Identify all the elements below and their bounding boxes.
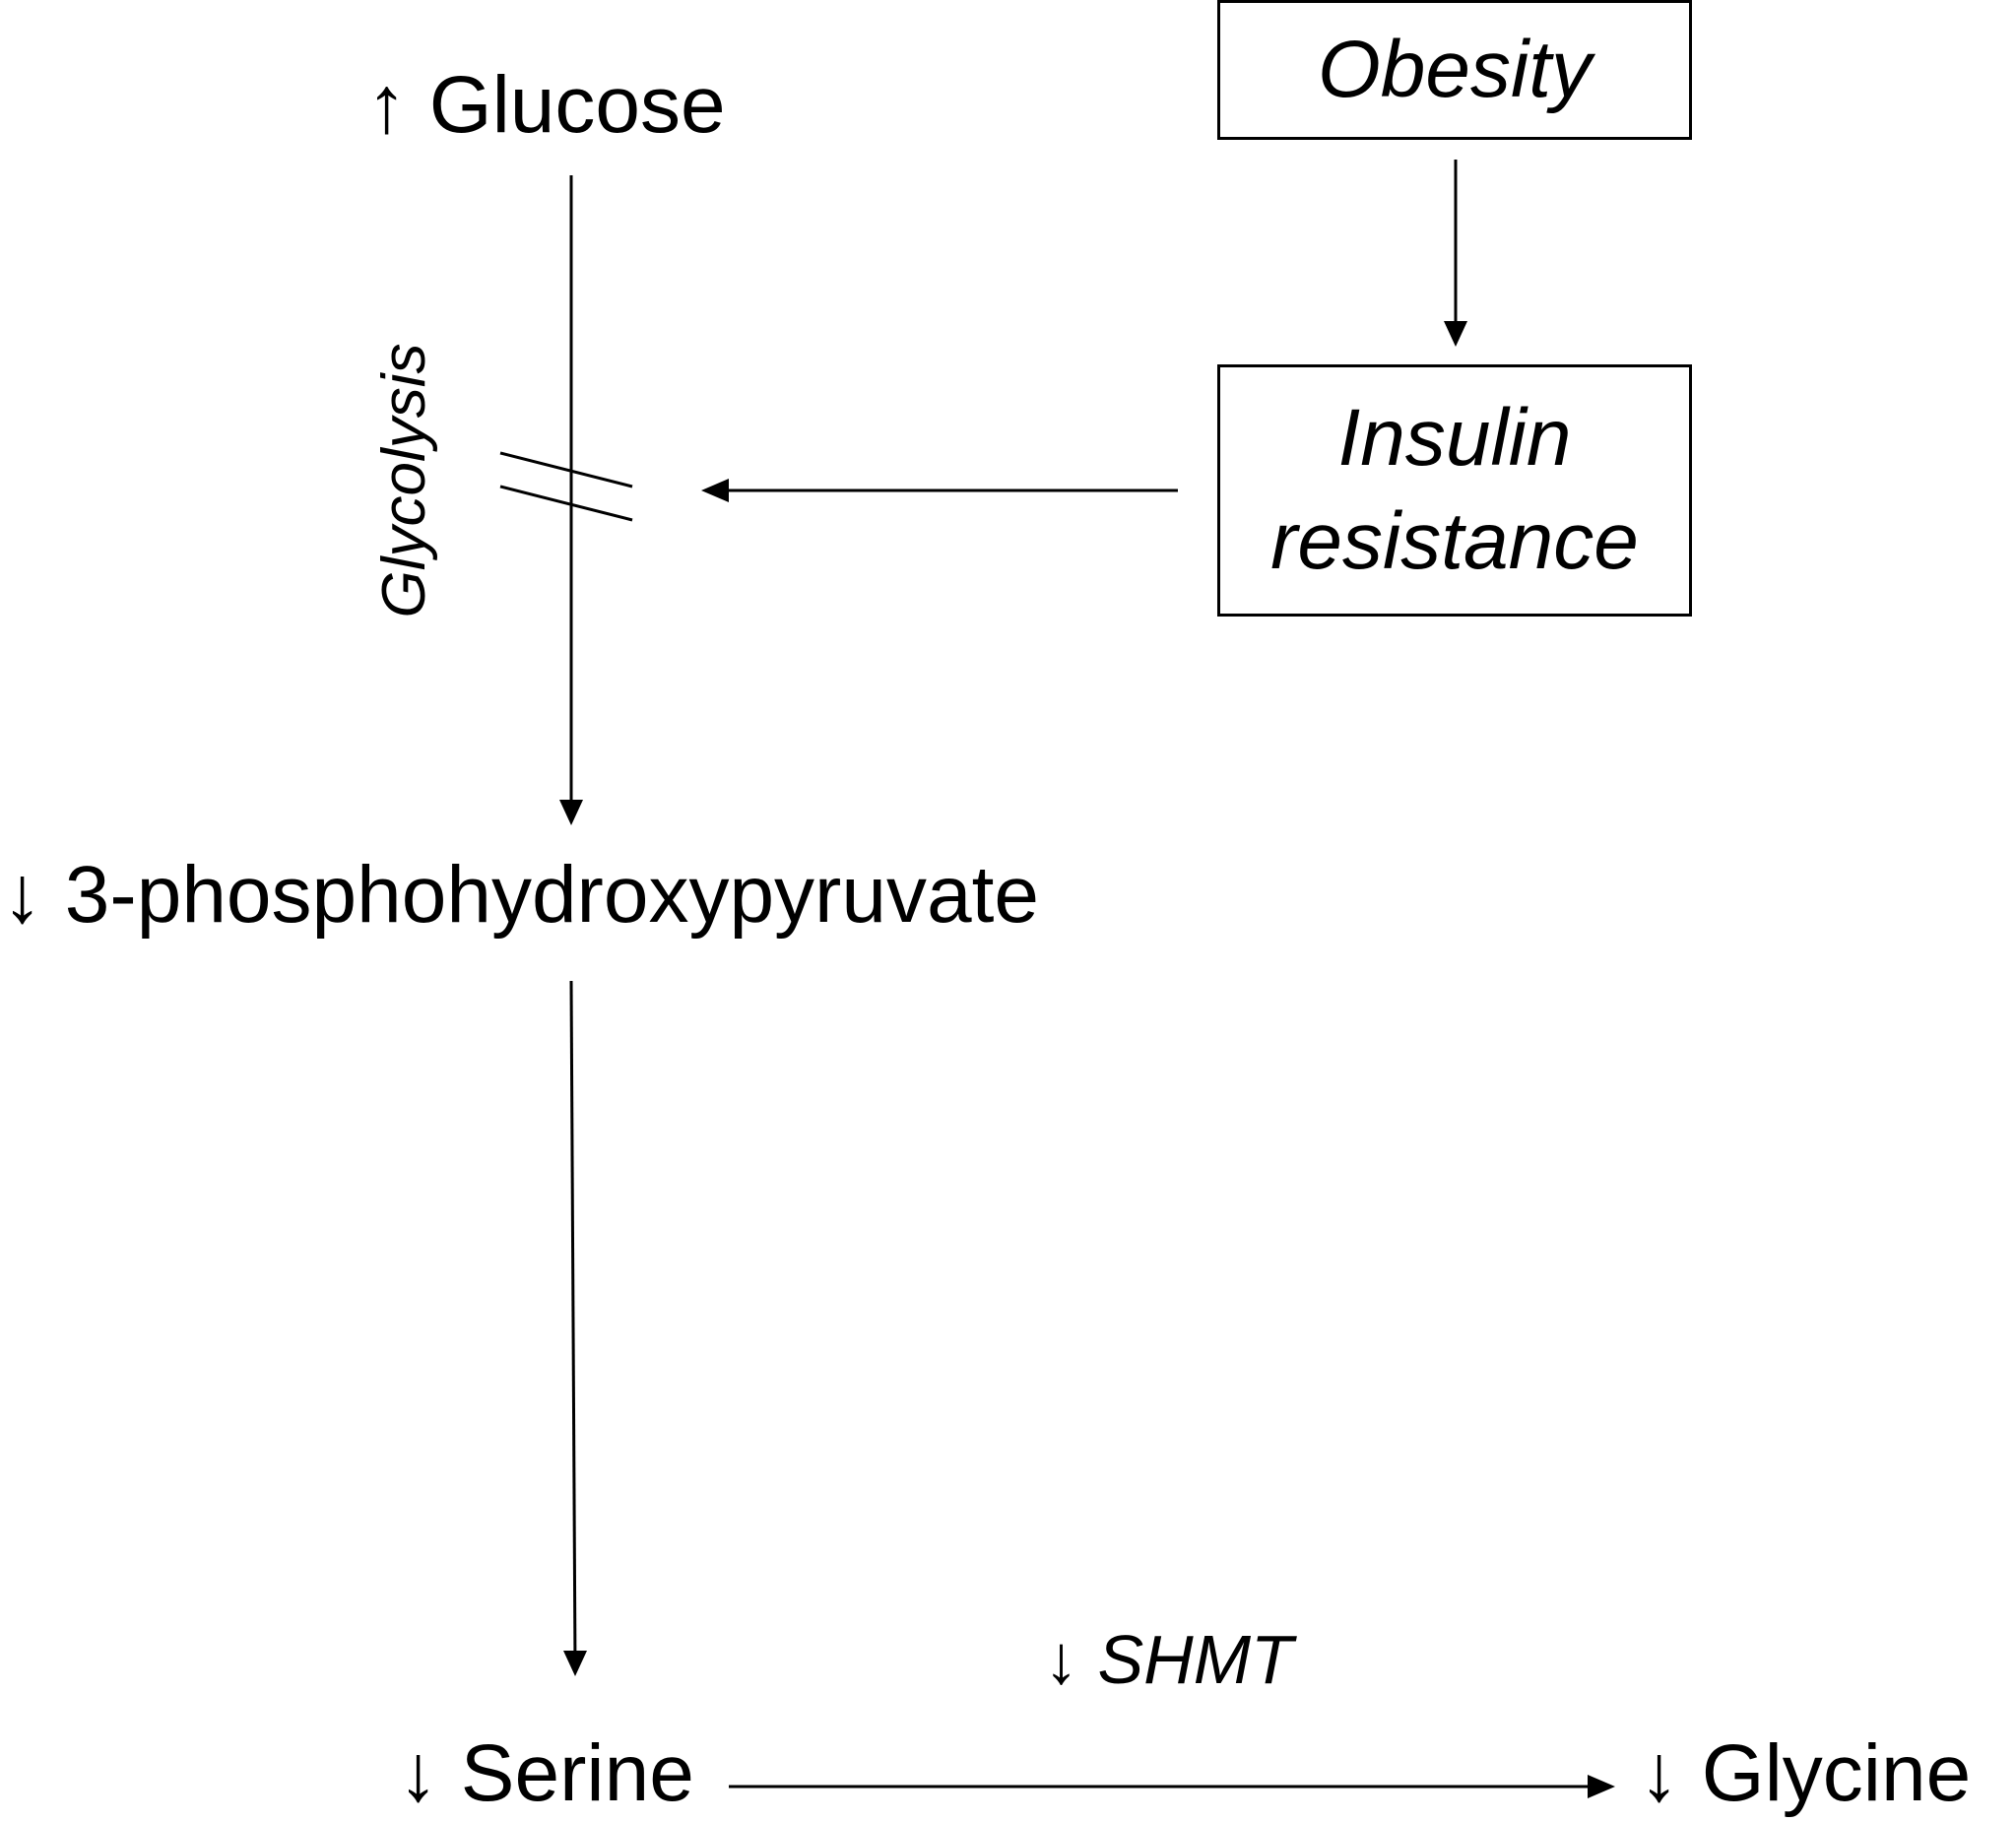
glycolysis-arrowhead	[559, 800, 583, 825]
obesity-box: Obesity	[1217, 0, 1692, 140]
glucose-node: ↑ Glucose	[366, 65, 726, 146]
block-mark-1	[499, 451, 633, 488]
obesity-label: Obesity	[1318, 24, 1592, 114]
glucose-label: Glucose	[428, 60, 726, 150]
phosphohydroxypyruvate-label: 3-phosphohydroxypyruvate	[64, 850, 1039, 940]
serine-label: Serine	[460, 1728, 694, 1818]
serine-synthesis-arrowhead	[563, 1651, 587, 1676]
glycine-node: ↓ Glycine	[1639, 1733, 1971, 1814]
glycolysis-label: Glycolysis	[370, 343, 438, 618]
insulin-resistance-label: Insulin resistance	[1270, 387, 1639, 594]
decrease-arrow-icon: ↓	[1639, 1728, 1679, 1818]
serine-synthesis-arrow	[569, 980, 577, 1669]
serine-node: ↓ Serine	[398, 1733, 694, 1814]
phosphohydroxypyruvate-node: ↓ 3-phosphohydroxypyruvate	[2, 855, 1039, 936]
increase-arrow-icon: ↑	[366, 60, 407, 150]
insulin-inhibition-arrowhead	[701, 479, 729, 502]
insulin-resistance-line-2: resistance	[1270, 496, 1639, 586]
shmt-label: SHMT	[1097, 1621, 1293, 1698]
decrease-arrow-icon: ↓	[398, 1728, 438, 1818]
insulin-resistance-line-1: Insulin	[1337, 393, 1572, 484]
glycine-label: Glycine	[1701, 1728, 1972, 1818]
decrease-arrow-icon: ↓	[1044, 1621, 1078, 1698]
block-mark-2	[499, 485, 633, 522]
insulin-resistance-box: Insulin resistance	[1217, 364, 1692, 617]
obesity-to-insulin-arrowhead	[1444, 321, 1467, 347]
decrease-arrow-icon: ↓	[2, 850, 42, 940]
shmt-enzyme-label: ↓ SHMT	[1044, 1625, 1293, 1694]
shmt-arrowhead	[1588, 1775, 1615, 1798]
